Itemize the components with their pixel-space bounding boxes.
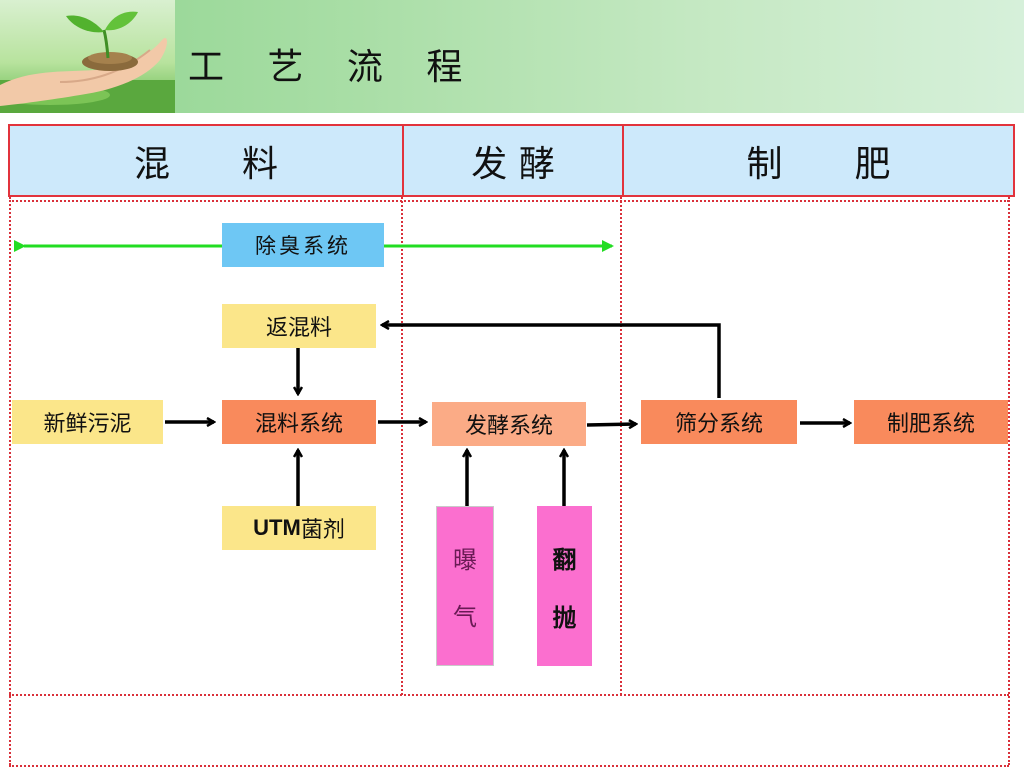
phase-mixing: 混 料 bbox=[133, 143, 278, 185]
phase-header-row: 混 料 发 酵 制 肥 bbox=[8, 124, 1015, 197]
grid-line bbox=[9, 694, 1009, 696]
return-mix-box: 返混料 bbox=[222, 304, 376, 348]
screening-system-box: 筛分系统 bbox=[641, 400, 797, 444]
header-photo bbox=[0, 0, 175, 113]
phase-fertilizer: 制 肥 bbox=[746, 143, 891, 185]
phase-divider bbox=[622, 126, 624, 195]
phase-fermentation: 发 酵 bbox=[471, 143, 555, 185]
mixing-system-box: 混料系统 bbox=[222, 400, 376, 444]
fermentation-system-box: 发酵系统 bbox=[432, 402, 586, 446]
grid-line bbox=[9, 765, 1009, 767]
phase-divider bbox=[402, 126, 404, 195]
aeration-char-2: 气 bbox=[453, 603, 477, 631]
seedling-in-hand-image bbox=[0, 11, 175, 113]
arrow-screening-to-return bbox=[382, 325, 721, 398]
grid-line bbox=[9, 197, 11, 765]
turning-char-1: 翻 bbox=[552, 544, 577, 574]
grid-line bbox=[9, 200, 1009, 202]
turning-box: 翻 抛 bbox=[537, 506, 592, 666]
grid-line bbox=[1008, 197, 1010, 765]
fresh-sludge-box: 新鲜污泥 bbox=[12, 400, 163, 444]
utm-label: UTM bbox=[253, 515, 301, 540]
aeration-box: 曝 气 bbox=[436, 506, 494, 666]
grid-line bbox=[401, 197, 403, 695]
page-title: 工 艺 流 程 bbox=[188, 47, 479, 88]
grid-line bbox=[620, 197, 622, 695]
utm-agent-label: 菌剂 bbox=[300, 518, 345, 543]
turning-char-2: 抛 bbox=[552, 602, 577, 632]
fertilizer-system-box: 制肥系统 bbox=[854, 400, 1008, 444]
slide-header: 工 艺 流 程 bbox=[0, 0, 1024, 113]
odor-control-box: 除臭系统 bbox=[222, 223, 384, 267]
aeration-char-1: 曝 bbox=[453, 546, 477, 574]
arrow-fermentation-to-screening bbox=[586, 424, 636, 425]
